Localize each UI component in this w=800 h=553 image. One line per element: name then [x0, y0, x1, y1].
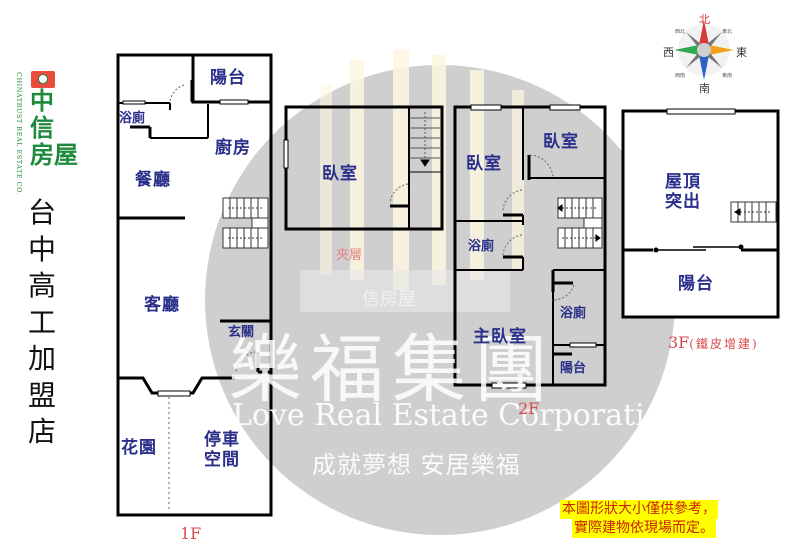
logo-char-xin: 信 [30, 114, 54, 142]
watermark-sub-text: 信房屋 [362, 289, 416, 310]
disclaimer-notice: 本圖形狀大小僅供參考， 實際建物依現場而定。 [560, 500, 718, 538]
floor-mezzanine-plan [283, 105, 444, 231]
room-2f-balcony: 陽台 [560, 361, 587, 376]
logo-chinese-text: 中 信 房屋 [30, 88, 78, 169]
room-1f-parking-line1: 停車 [204, 430, 240, 450]
floor-label-3f: 3F(鐵皮增建) [668, 333, 759, 352]
logo-char-fangwu: 房屋 [30, 141, 78, 169]
compass-west-label: 西 [663, 46, 674, 59]
room-2f-bathroom: 浴廁 [468, 239, 495, 254]
watermark-english-text: Love Real Estate Corporation [232, 398, 683, 433]
branch-name: 台 中 高 工 加 盟 店 [22, 195, 62, 451]
room-2f-master-bedroom: 主臥室 [473, 327, 527, 347]
branch-char: 店 [27, 415, 56, 448]
room-3f-roof-line2: 突出 [665, 192, 701, 213]
room-1f-parking-line2: 空間 [204, 450, 240, 471]
branch-char: 加 [27, 342, 56, 375]
watermark-slogan-text: 成就夢想 安居樂福 [312, 451, 521, 479]
branch-char: 工 [27, 305, 56, 339]
compass-south-label: 南 [699, 82, 710, 95]
room-2f-master-bathroom: 浴廁 [560, 306, 587, 321]
compass-east-label: 東 [736, 46, 747, 59]
branch-char: 中 [27, 232, 56, 266]
logo-char-zhong: 中 [30, 87, 54, 115]
floor-label-1f: 1F [180, 524, 202, 543]
compass-rose [674, 20, 734, 80]
floor-label-2f: 2F [518, 399, 540, 418]
room-1f-bathroom: 浴廁 [119, 111, 146, 126]
room-1f-balcony: 陽台 [210, 68, 246, 88]
room-3f-roof-protrusion: 屋頂 突出 [665, 172, 701, 213]
room-mezz-bedroom: 臥室 [322, 164, 358, 184]
branch-char: 台 [27, 196, 56, 229]
room-3f-roof-line1: 屋頂 [665, 172, 701, 192]
room-1f-kitchen: 廚房 [215, 138, 251, 158]
floor-label-3f-note: (鐵皮增建) [689, 337, 759, 351]
watermark-main-text: 樂福集團 [228, 327, 556, 413]
logo-emblem-icon [31, 71, 55, 88]
floor-label-3f-text: 3F [668, 333, 690, 352]
compass-nw-label: 西北 [675, 29, 686, 35]
compass-sw-label: 西南 [675, 73, 686, 79]
room-3f-balcony: 陽台 [678, 274, 714, 294]
floor-2f-plan [453, 104, 607, 389]
floor-1f-plan [116, 53, 273, 517]
branch-char: 高 [27, 269, 56, 302]
room-1f-garden: 花園 [121, 438, 157, 458]
room-1f-parking: 停車 空間 [204, 430, 240, 471]
disclaimer-line-1: 本圖形狀大小僅供參考， [560, 500, 718, 519]
disclaimer-line-2: 實際建物依現場而定。 [572, 519, 716, 538]
compass-se-label: 東南 [722, 73, 733, 79]
branch-char: 盟 [27, 378, 56, 412]
compass-north-label: 北 [699, 13, 710, 26]
room-1f-entrance: 玄關 [228, 325, 255, 340]
logo-english-text: CHINATRUST REAL ESTATE CO. [15, 72, 23, 196]
floor-3f-plan [621, 108, 780, 319]
room-1f-living: 客廳 [144, 295, 180, 315]
floor-label-mezzanine: 夾層 [336, 248, 363, 263]
room-2f-bedroom-right: 臥室 [543, 132, 579, 152]
room-2f-bedroom-left: 臥室 [466, 154, 502, 174]
room-1f-dining: 餐廳 [135, 170, 171, 190]
compass-ne-label: 東北 [722, 29, 733, 35]
